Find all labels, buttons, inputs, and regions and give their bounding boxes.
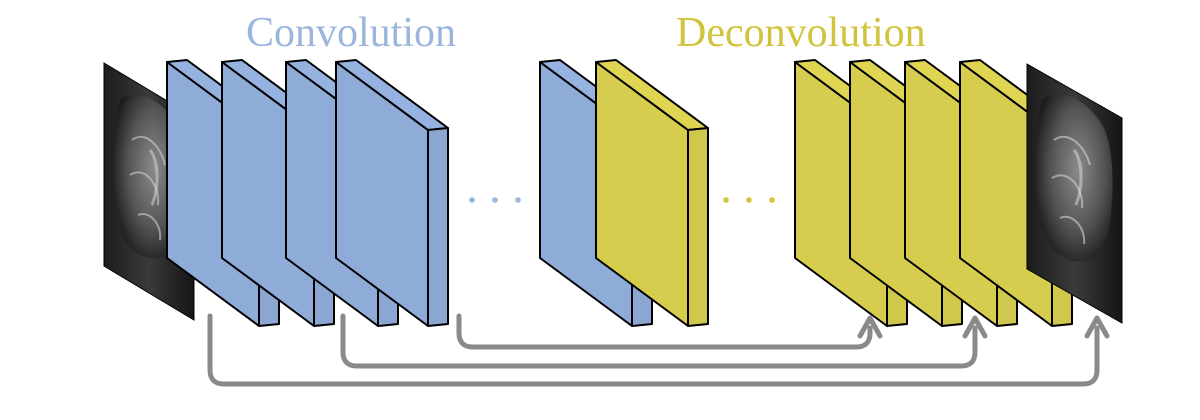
conv-layer-4-side-face bbox=[427, 127, 449, 327]
convolution-title: Convolution bbox=[246, 10, 457, 56]
deconv-layer-bottleneck-side-face bbox=[687, 127, 709, 327]
encoder-dots-dot bbox=[469, 197, 475, 203]
deconvolution-title: Deconvolution bbox=[676, 10, 926, 56]
decoder-dots bbox=[723, 197, 775, 203]
decoder-dots-dot bbox=[746, 197, 752, 203]
conv-layer-4 bbox=[335, 59, 449, 327]
encoder-dots-dot bbox=[515, 197, 521, 203]
encoder-dots-dot bbox=[492, 197, 498, 203]
decoder-dots-dot bbox=[769, 197, 775, 203]
skip-connection-2 bbox=[340, 313, 988, 369]
decoder-dots-dot bbox=[723, 197, 729, 203]
skip-connection-3 bbox=[207, 313, 1110, 387]
skip-connection-3-arrowhead bbox=[1084, 315, 1110, 339]
deconv-layer-bottleneck bbox=[595, 59, 709, 327]
skip-connection-1 bbox=[456, 313, 883, 350]
skip-connection-1-arrowhead bbox=[857, 315, 883, 339]
encoder-dots bbox=[469, 197, 521, 203]
output-mri-image bbox=[1026, 63, 1123, 324]
skip-connection-2-arrowhead bbox=[962, 315, 988, 339]
